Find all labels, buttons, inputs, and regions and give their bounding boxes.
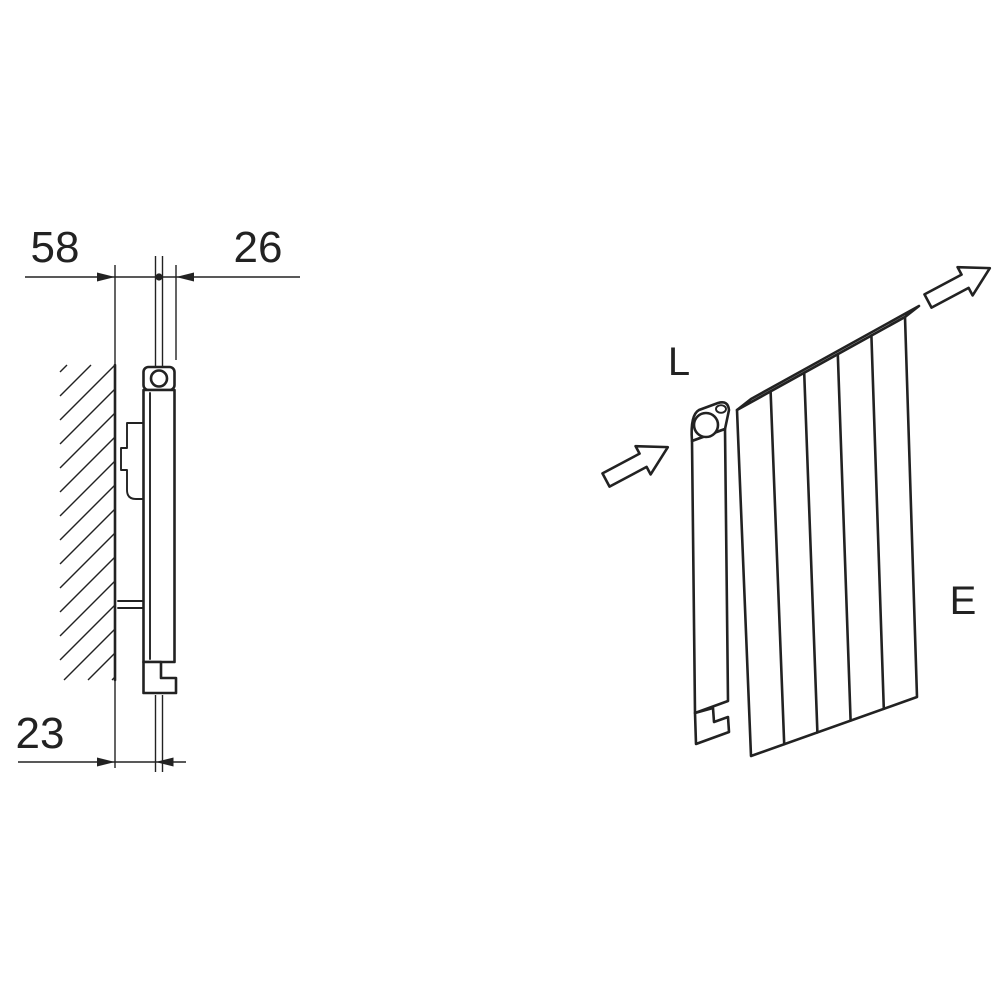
side-view: 58 26 23 bbox=[16, 223, 300, 772]
radiator-panel-side bbox=[142, 388, 176, 664]
arrow-icon-top-right bbox=[923, 265, 992, 309]
dimension-top: 58 26 bbox=[25, 223, 300, 282]
dim-label-58: 58 bbox=[31, 223, 80, 272]
arrow-icon-left bbox=[601, 444, 670, 488]
panel-slat-lines bbox=[769, 334, 886, 746]
label-e: E bbox=[950, 579, 977, 623]
label-l: L bbox=[668, 340, 690, 384]
dim-label-23: 23 bbox=[16, 709, 65, 758]
radiator-foot-side bbox=[142, 660, 178, 695]
connection-plug-circle bbox=[692, 411, 720, 439]
vent-hole bbox=[715, 404, 727, 414]
lower-bracket bbox=[117, 600, 145, 609]
wall-bracket bbox=[120, 422, 145, 500]
wall-hatch bbox=[59, 364, 116, 681]
air-vent-circle bbox=[149, 369, 169, 388]
dim-label-26: 26 bbox=[234, 223, 283, 272]
perspective-view: L E bbox=[601, 265, 992, 758]
pipe-centerlines bbox=[154, 256, 164, 772]
dimension-bottom: 23 bbox=[16, 709, 186, 767]
dimension-node-dot bbox=[155, 273, 163, 281]
radiator-front-face bbox=[735, 315, 919, 758]
collector-body bbox=[690, 427, 730, 715]
collector-foot bbox=[693, 706, 731, 746]
